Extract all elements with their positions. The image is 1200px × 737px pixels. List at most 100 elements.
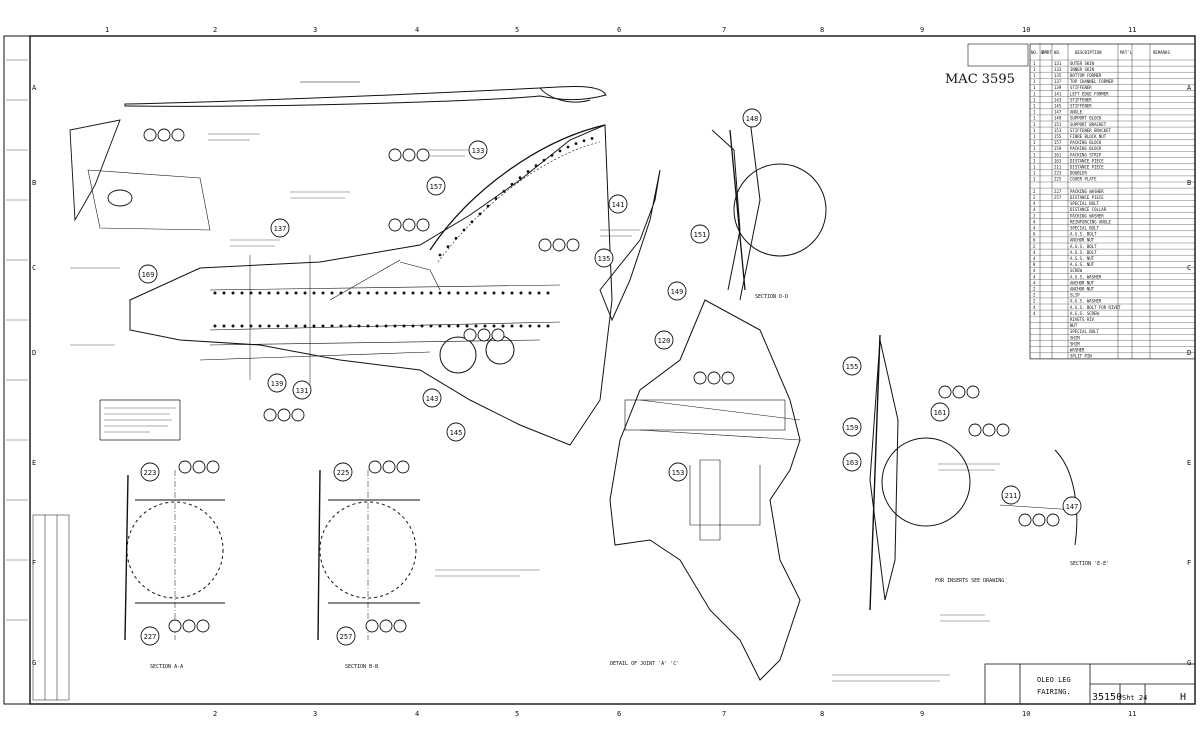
parts-qty: 2 xyxy=(1033,299,1036,304)
rivet xyxy=(303,291,307,295)
parts-description: PACKING WASHER xyxy=(1070,213,1104,218)
title-line-2: FAIRING. xyxy=(1037,688,1071,696)
parts-number: 211 xyxy=(1054,165,1062,170)
parts-description: TOP CHANNEL FORMER xyxy=(1070,79,1114,84)
parts-qty: 1 xyxy=(1033,97,1036,102)
rivet xyxy=(510,182,514,186)
callout-bubble xyxy=(966,385,980,399)
section-e-e-view xyxy=(869,334,1078,611)
parts-description: ANGLE xyxy=(1070,110,1083,115)
parts-number: 155 xyxy=(1054,134,1062,139)
rivet xyxy=(285,324,289,328)
rivet xyxy=(420,324,424,328)
item-balloon xyxy=(422,388,442,408)
top-grid-number: 4 xyxy=(415,26,419,34)
rivet xyxy=(519,324,523,328)
rivet xyxy=(411,291,415,295)
parts-qty: 1 xyxy=(1033,177,1036,182)
issue-table xyxy=(32,514,70,701)
item-balloon-number: 157 xyxy=(430,183,443,191)
rivet xyxy=(478,212,482,216)
parts-qty: 1 xyxy=(1033,122,1036,127)
parts-qty: 1 xyxy=(1033,104,1036,109)
skin-view-upper-left xyxy=(69,119,211,231)
item-balloon xyxy=(267,373,287,393)
callout-bubble xyxy=(277,408,291,422)
rivet xyxy=(590,137,594,140)
rivet xyxy=(231,324,235,328)
rivet xyxy=(501,291,505,295)
callout-bubble xyxy=(182,619,196,633)
item-balloon xyxy=(668,462,688,482)
rivet xyxy=(446,245,450,249)
parts-description: STIFFENER xyxy=(1070,85,1092,90)
row-grid-letter: D xyxy=(1187,349,1191,357)
parts-description: DISTANCE COLLAR xyxy=(1070,207,1107,212)
parts-qty: 1 xyxy=(1033,134,1036,139)
rivet xyxy=(429,291,433,295)
rivet xyxy=(558,149,562,153)
rivet xyxy=(276,291,280,295)
callout-bubble xyxy=(552,238,566,252)
rivet xyxy=(285,291,289,295)
parts-number: 143 xyxy=(1054,97,1062,102)
callout-bubble xyxy=(1046,513,1060,527)
item-balloon xyxy=(608,194,628,214)
callout-bubble xyxy=(968,423,982,437)
callout-bubble xyxy=(396,460,410,474)
rivet xyxy=(483,291,487,295)
callout-bubble xyxy=(566,238,580,252)
callout-bubble xyxy=(1018,513,1032,527)
top-grid-number: 9 xyxy=(920,26,924,34)
rivet xyxy=(276,324,280,328)
parts-qty: 6 xyxy=(1033,238,1036,243)
parts-number: 135 xyxy=(1054,73,1062,78)
rivet xyxy=(528,291,532,295)
item-balloon-number: 155 xyxy=(846,363,859,371)
parts-number: 147 xyxy=(1054,110,1062,115)
parts-number: 163 xyxy=(1054,158,1062,163)
title-line-1: OLEO LEG xyxy=(1037,676,1071,684)
rivet xyxy=(384,324,388,328)
fairing-skin-right xyxy=(599,169,801,681)
parts-qty: 1 xyxy=(1033,110,1036,115)
item-balloon-number: 151 xyxy=(694,231,707,239)
parts-number: 225 xyxy=(1054,177,1062,182)
parts-description: PACKING BLOCK xyxy=(1070,146,1102,151)
callout-bubble xyxy=(388,218,402,232)
rivet xyxy=(258,324,262,328)
row-grid-letter: B xyxy=(1187,179,1191,187)
parts-description: SCREW xyxy=(1070,268,1083,273)
main-fairing-assembly xyxy=(129,124,613,446)
parts-qty: 2 xyxy=(1033,287,1036,292)
parts-description: COVER PLATE xyxy=(1070,177,1097,182)
top-grid-number: 3 xyxy=(313,26,317,34)
parts-description: NUT xyxy=(1070,323,1078,328)
item-balloon xyxy=(667,281,687,301)
item-balloon-number: 257 xyxy=(340,633,353,641)
parts-description: A.G.S. BOLT xyxy=(1070,244,1097,249)
parts-number: 139 xyxy=(1054,85,1062,90)
callout-bubble xyxy=(393,619,407,633)
callout-bubble xyxy=(206,460,220,474)
parts-qty: 1 xyxy=(1033,158,1036,163)
parts-description: ANCHOR NUT xyxy=(1070,287,1095,292)
rivet xyxy=(501,324,505,328)
rivet xyxy=(462,228,466,232)
rivet xyxy=(294,324,298,328)
bottom-grid-number: 10 xyxy=(1022,710,1030,718)
item-balloon-number: 139 xyxy=(271,380,284,388)
item-balloons: 1331571411351371691391311431451481511491… xyxy=(138,108,1082,646)
rivet xyxy=(510,324,514,328)
parts-qty: 2 xyxy=(1033,189,1036,194)
parts-description: A.G.S. NUT xyxy=(1070,262,1095,267)
rivet xyxy=(321,291,325,295)
rivet xyxy=(502,189,506,193)
sheet-number: Sht 24 xyxy=(1122,694,1147,702)
rivet xyxy=(447,291,451,295)
row-grid-letter: C xyxy=(32,264,36,272)
item-balloon xyxy=(270,218,290,238)
